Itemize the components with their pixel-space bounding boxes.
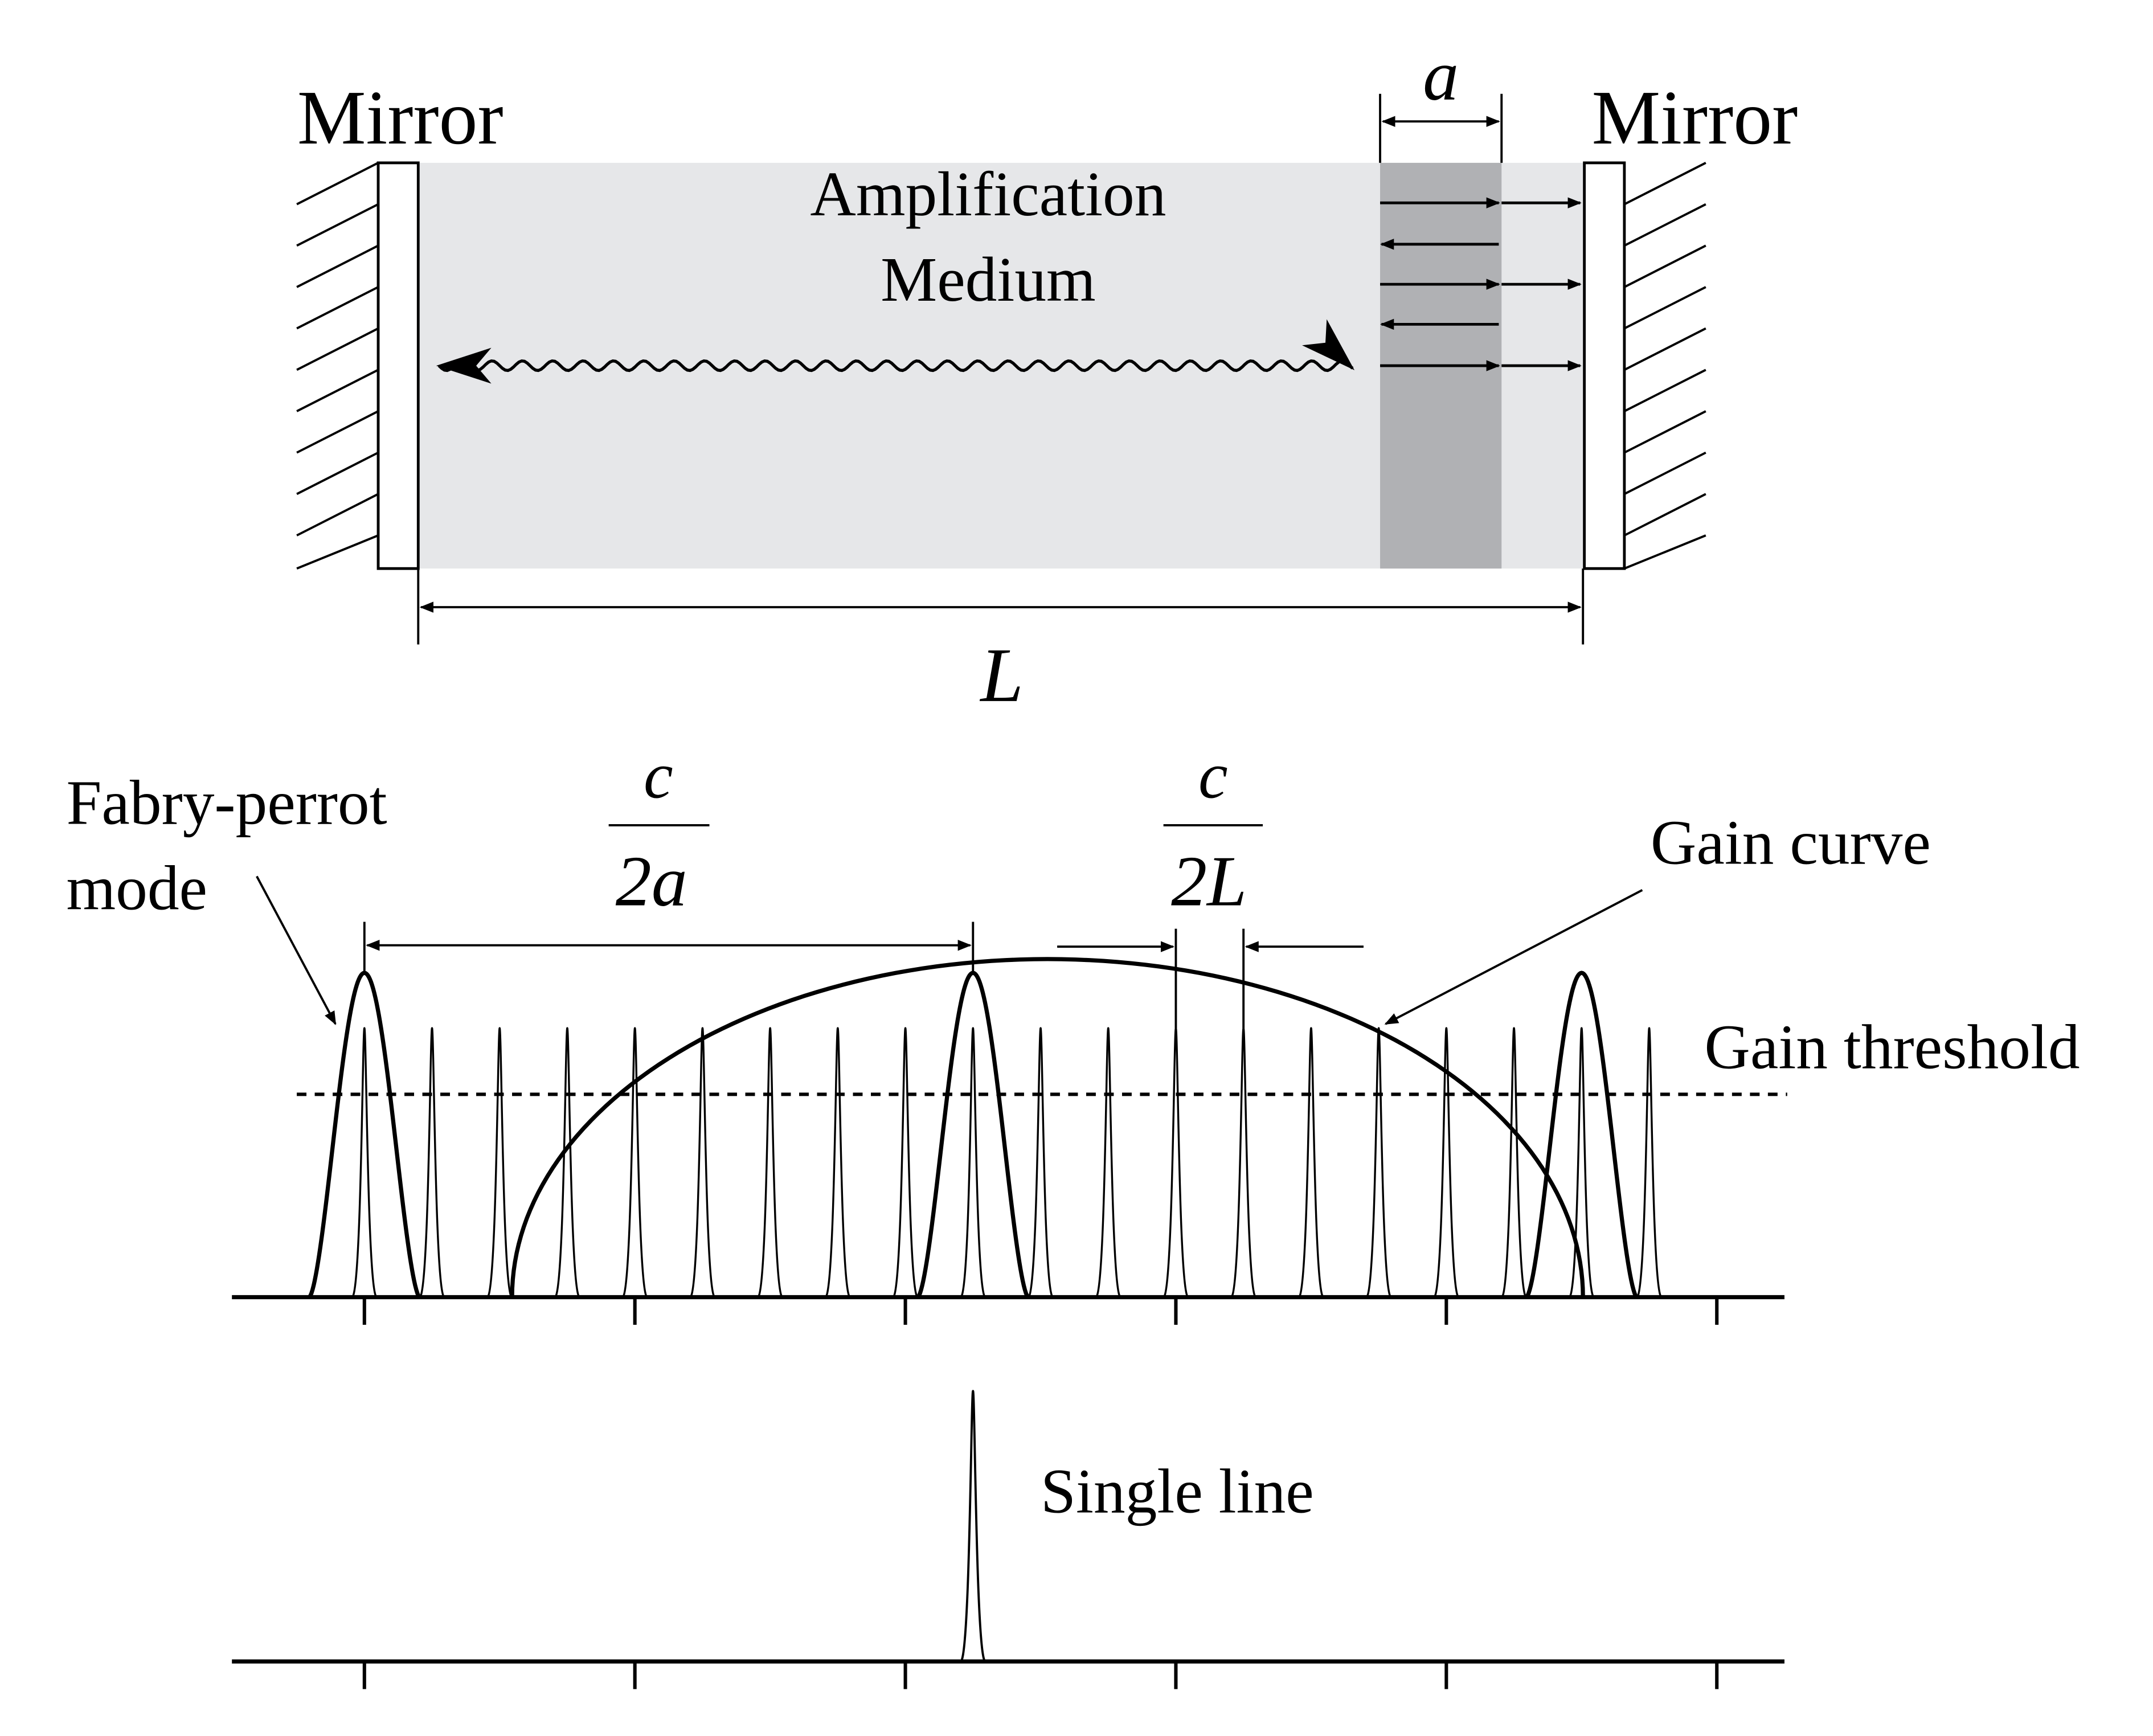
cavity-mode-peak [621, 1027, 649, 1299]
cavity-mode-peak [486, 1027, 513, 1299]
left-mirror-hatching [296, 162, 379, 570]
fabry-perot-modes [308, 971, 1638, 1299]
fabry-perot-mode-peak [916, 971, 1029, 1299]
fsr-2L-numerator: c [1198, 739, 1228, 812]
left-mirror [296, 161, 420, 570]
right-mirror [1583, 161, 1706, 570]
cavity-mode-peak [892, 1027, 919, 1299]
cavity-mode-peak [554, 1027, 581, 1299]
cavity-mode-peak [959, 1027, 987, 1299]
cavity-mode-peak [1568, 1027, 1595, 1299]
etalon-thickness-dimension [1379, 93, 1503, 163]
cavity-length-dimension [417, 568, 1585, 645]
right-mirror-hatching [1624, 162, 1706, 570]
cavity-length-label: L [979, 633, 1023, 718]
fsr-2a-denominator: 2a [616, 842, 687, 921]
fabry-perot-label-line1: Fabry-perrot [66, 768, 387, 838]
medium-label-line1: Amplification [810, 159, 1166, 230]
cavity-mode-peak [1636, 1027, 1663, 1299]
etalon-thickness-label: a [1423, 36, 1459, 115]
etalon-reflection-arrows [1380, 197, 1582, 371]
cavity-modes [351, 1027, 1663, 1299]
wavy-double-arrow [437, 319, 1355, 415]
fsr-2L-denominator: 2L [1171, 842, 1247, 921]
fabry-perot-mode-peak [1525, 971, 1638, 1299]
output-spectrum: Single line [232, 1390, 1784, 1689]
cavity-mode-peak [824, 1027, 852, 1299]
cavity-mode-peak [1432, 1027, 1460, 1299]
fabry-perot-mode-peak [308, 971, 421, 1299]
spectrum: c 2a c 2L Fabry-perrot mode Gain curve G… [66, 739, 2080, 1325]
gain-curve [510, 957, 1585, 1297]
cavity-mode-peak [1095, 1027, 1122, 1299]
left-mirror-label: Mirror [297, 75, 504, 161]
spectrum-axis-ticks [362, 1297, 1719, 1325]
cavity-mode-peak [1365, 1027, 1393, 1299]
cavity-mode-peak [1162, 1027, 1189, 1299]
cavity-mode-peak [756, 1027, 784, 1299]
fsr-2L-dimension [1057, 824, 1364, 1029]
cavity-mode-peak [1027, 1027, 1054, 1299]
cavity-mode-peak [1500, 1027, 1528, 1299]
cavity-mode-peak [1230, 1027, 1257, 1299]
cavity-mode-peak [351, 1027, 378, 1299]
fabry-perot-pointer [256, 875, 337, 1025]
cavity-mode-peak [689, 1027, 716, 1299]
single-line-peak [959, 1390, 987, 1663]
fsr-2a-dimension [363, 824, 975, 973]
medium-label-line2: Medium [881, 245, 1096, 315]
single-line-label: Single line [1041, 1456, 1314, 1526]
right-mirror-label: Mirror [1592, 75, 1798, 161]
gain-curve-label: Gain curve [1651, 808, 1931, 878]
cavity: Mirror Mirror Amplification Medium a L [296, 36, 1798, 718]
gain-threshold-label: Gain threshold [1704, 1012, 2080, 1082]
cavity-mode-peak [1297, 1027, 1325, 1299]
cavity-mode-peak [419, 1027, 445, 1299]
fabry-perot-label-line2: mode [66, 854, 207, 924]
gain-curve-pointer [1384, 889, 1643, 1025]
fsr-2a-numerator: c [644, 739, 673, 812]
output-axis-ticks [362, 1661, 1719, 1689]
